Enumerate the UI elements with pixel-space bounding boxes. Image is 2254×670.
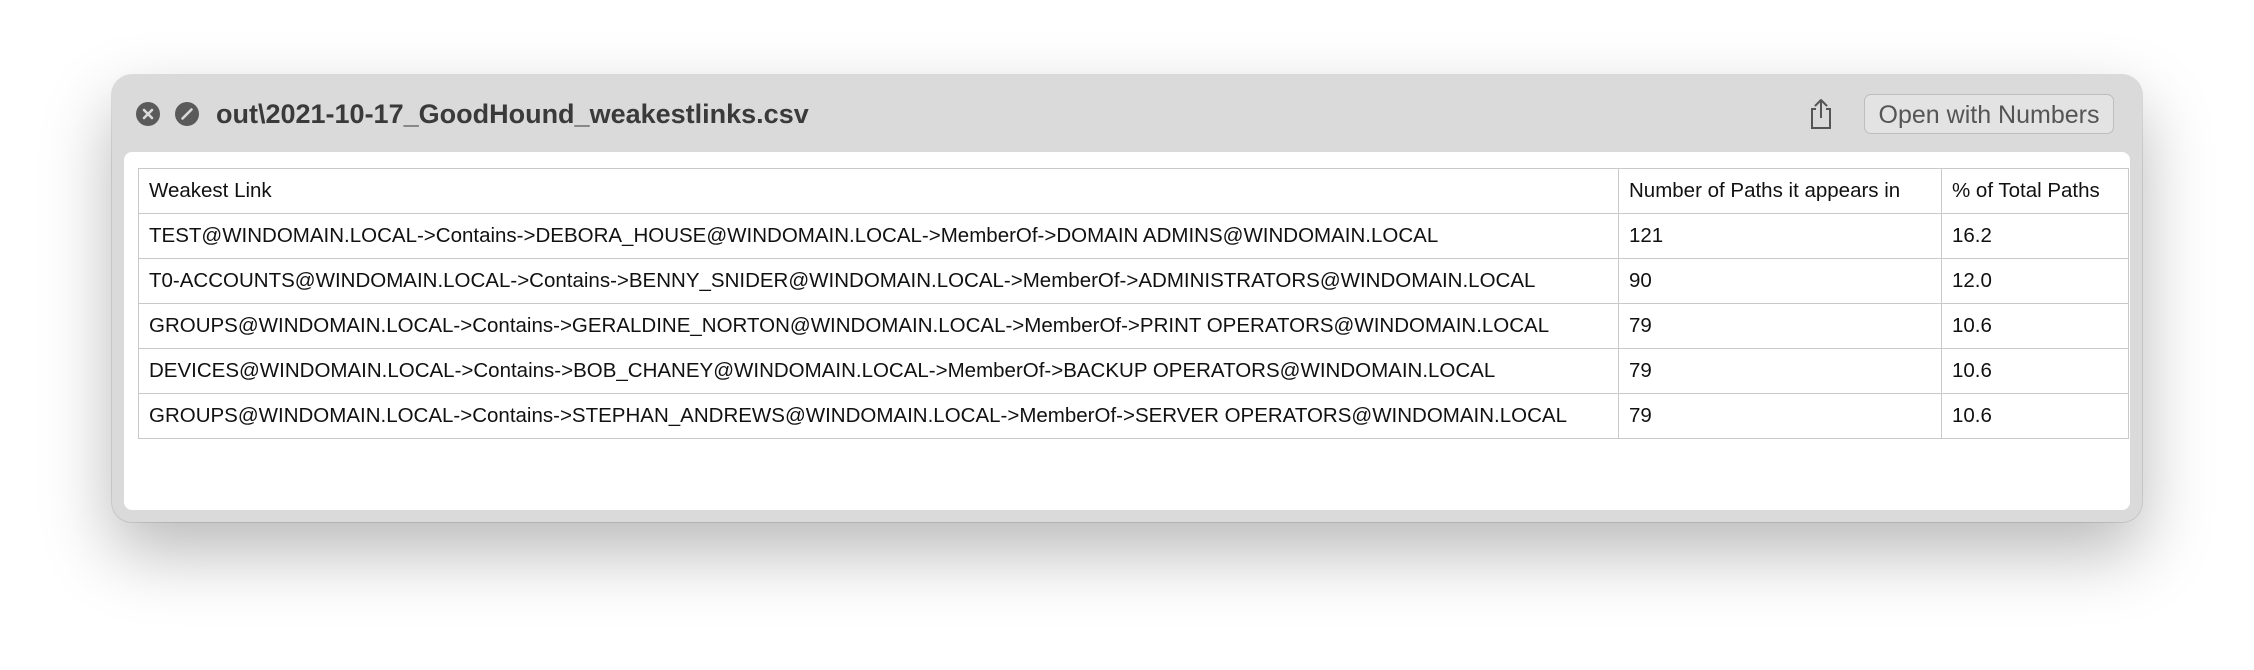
percent-cell: 12.0 bbox=[1941, 258, 2129, 304]
open-with-numbers-button[interactable]: Open with Numbers bbox=[1864, 94, 2114, 134]
table-row: TEST@WINDOMAIN.LOCAL->Contains->DEBORA_H… bbox=[138, 213, 2129, 259]
title-bar: out\2021-10-17_GoodHound_weakestlinks.cs… bbox=[112, 75, 2142, 152]
csv-table: Weakest Link Number of Paths it appears … bbox=[138, 168, 2129, 439]
weakest-link-cell: GROUPS@WINDOMAIN.LOCAL->Contains->STEPHA… bbox=[138, 393, 1619, 439]
path-count-cell: 79 bbox=[1618, 393, 1942, 439]
fullscreen-icon[interactable] bbox=[175, 102, 199, 126]
path-count-cell: 79 bbox=[1618, 303, 1942, 349]
share-icon[interactable] bbox=[1804, 95, 1838, 133]
table-row: GROUPS@WINDOMAIN.LOCAL->Contains->STEPHA… bbox=[138, 393, 2129, 439]
column-header-weakest-link: Weakest Link bbox=[138, 168, 1619, 214]
close-icon[interactable] bbox=[136, 102, 160, 126]
table-row: T0-ACCOUNTS@WINDOMAIN.LOCAL->Contains->B… bbox=[138, 258, 2129, 304]
table-row: GROUPS@WINDOMAIN.LOCAL->Contains->GERALD… bbox=[138, 303, 2129, 349]
percent-cell: 10.6 bbox=[1941, 393, 2129, 439]
weakest-link-cell: DEVICES@WINDOMAIN.LOCAL->Contains->BOB_C… bbox=[138, 348, 1619, 394]
csv-preview: Weakest Link Number of Paths it appears … bbox=[124, 152, 2130, 510]
percent-cell: 10.6 bbox=[1941, 303, 2129, 349]
path-count-cell: 79 bbox=[1618, 348, 1942, 394]
path-count-cell: 90 bbox=[1618, 258, 1942, 304]
quicklook-window: out\2021-10-17_GoodHound_weakestlinks.cs… bbox=[112, 75, 2142, 522]
percent-cell: 16.2 bbox=[1941, 213, 2129, 259]
weakest-link-cell: T0-ACCOUNTS@WINDOMAIN.LOCAL->Contains->B… bbox=[138, 258, 1619, 304]
column-header-number-of-paths: Number of Paths it appears in bbox=[1618, 168, 1942, 214]
table-row: DEVICES@WINDOMAIN.LOCAL->Contains->BOB_C… bbox=[138, 348, 2129, 394]
percent-cell: 10.6 bbox=[1941, 348, 2129, 394]
column-header-percent-of-total: % of Total Paths bbox=[1941, 168, 2129, 214]
weakest-link-cell: GROUPS@WINDOMAIN.LOCAL->Contains->GERALD… bbox=[138, 303, 1619, 349]
table-header-row: Weakest Link Number of Paths it appears … bbox=[138, 168, 2129, 214]
path-count-cell: 121 bbox=[1618, 213, 1942, 259]
window-title: out\2021-10-17_GoodHound_weakestlinks.cs… bbox=[216, 99, 809, 129]
weakest-link-cell: TEST@WINDOMAIN.LOCAL->Contains->DEBORA_H… bbox=[138, 213, 1619, 259]
